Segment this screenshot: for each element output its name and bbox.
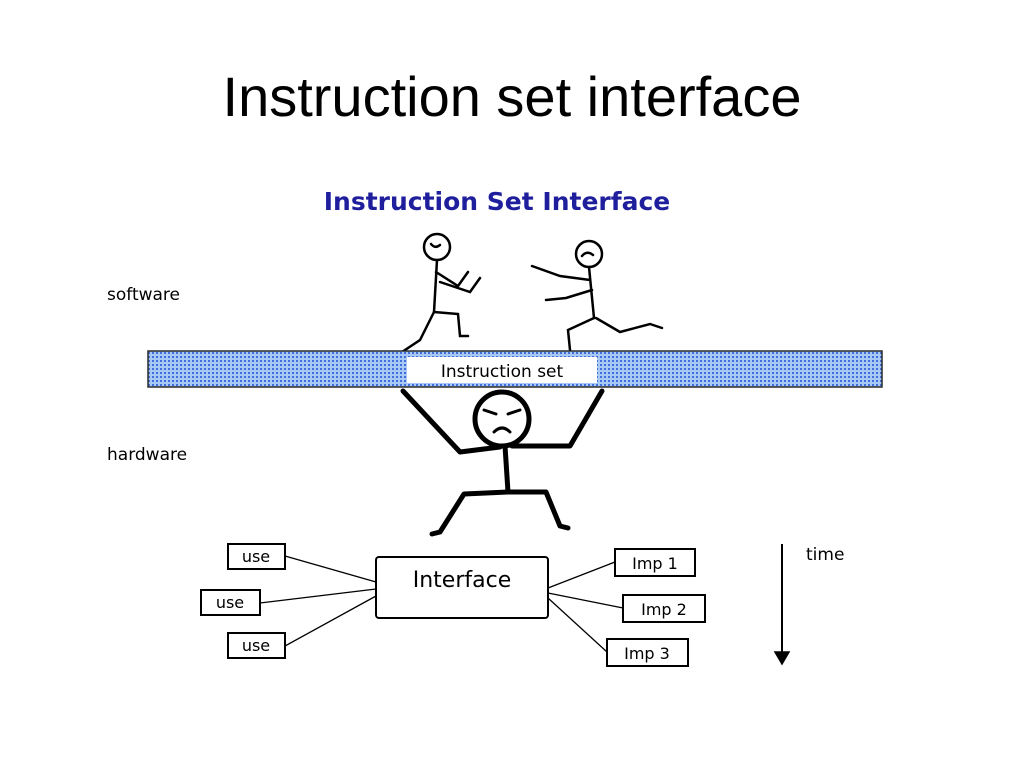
stick-figure-software-left	[394, 232, 482, 358]
imp-box-3: Imp 3	[606, 638, 689, 667]
use-box-1: use	[227, 543, 286, 570]
interface-label: Interface	[413, 568, 512, 593]
hardware-label: hardware	[107, 445, 187, 465]
stick-figure-hardware	[400, 388, 605, 537]
imp-label-2: Imp 2	[641, 600, 687, 619]
use-label-2: use	[216, 593, 244, 612]
diagram-heading: Instruction Set Interface	[324, 187, 671, 216]
use-connectors	[259, 555, 377, 647]
stick-figure-software-right	[530, 239, 664, 352]
imp-label-1: Imp 1	[632, 554, 678, 573]
imp-box-1: Imp 1	[614, 548, 696, 577]
interface-box: Interface	[375, 556, 549, 619]
use-box-2: use	[200, 589, 261, 616]
use-box-3: use	[227, 632, 286, 659]
time-arrow: time	[773, 544, 844, 666]
imp-connectors	[547, 561, 624, 653]
imp-label-3: Imp 3	[624, 644, 670, 663]
use-label-3: use	[242, 636, 270, 655]
instruction-set-bar: Instruction set	[147, 350, 883, 388]
use-label-1: use	[242, 547, 270, 566]
imp-box-2: Imp 2	[622, 594, 706, 623]
slide-title: Instruction set interface	[222, 65, 802, 128]
instruction-set-label: Instruction set	[441, 362, 564, 382]
time-label: time	[806, 545, 844, 565]
software-label: software	[107, 285, 180, 305]
